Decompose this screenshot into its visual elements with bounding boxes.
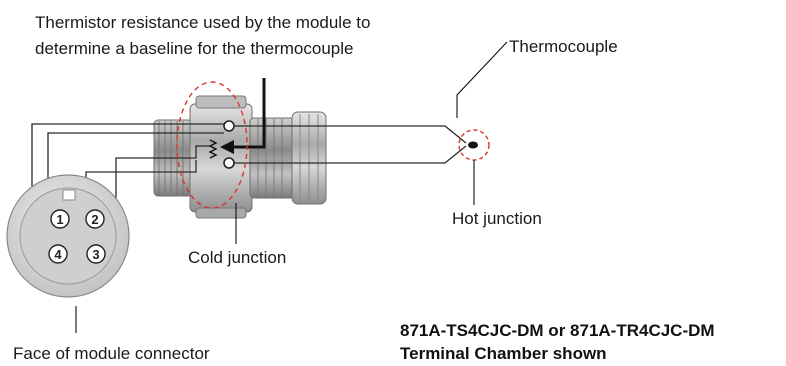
- face-of-connector-label: Face of module connector: [13, 344, 210, 363]
- connector-pin-2: 2: [85, 209, 105, 229]
- thermistor-symbol: [208, 139, 218, 159]
- hot-junction-point: [468, 141, 478, 149]
- connector-pin-3: 3: [86, 244, 106, 264]
- terminal-chamber-shown-label: Terminal Chamber shown: [400, 344, 607, 363]
- terminal-contact-upper: [223, 120, 235, 132]
- leader-lines: [75, 41, 508, 333]
- thermistor-label-line2: determine a baseline for the thermocoupl…: [35, 39, 353, 58]
- svg-text:3: 3: [92, 247, 99, 262]
- svg-text:2: 2: [91, 212, 98, 227]
- module-connector-face: 1 2 4 3: [6, 174, 130, 298]
- thermocouple-wire-upper: [234, 125, 467, 144]
- terminal-chamber: [153, 95, 327, 219]
- thermistor-label-line1: Thermistor resistance used by the module…: [35, 13, 370, 32]
- thermocouple-wire-lower: [234, 145, 467, 164]
- connector-pin-4: 4: [48, 244, 68, 264]
- cold-junction-label: Cold junction: [188, 248, 286, 267]
- svg-text:1: 1: [56, 212, 63, 227]
- leader-thermocouple: [456, 41, 508, 118]
- thermistor-callout-arrow: [220, 78, 266, 154]
- terminal-contact-lower: [223, 157, 235, 169]
- model-number-label: 871A-TS4CJC-DM or 871A-TR4CJC-DM: [400, 321, 715, 340]
- hot-junction-label: Hot junction: [452, 209, 542, 228]
- svg-text:4: 4: [54, 247, 62, 262]
- cold-junction-highlight: [176, 81, 248, 209]
- connector-pin-1: 1: [50, 209, 70, 229]
- thermocouple-label: Thermocouple: [509, 37, 618, 56]
